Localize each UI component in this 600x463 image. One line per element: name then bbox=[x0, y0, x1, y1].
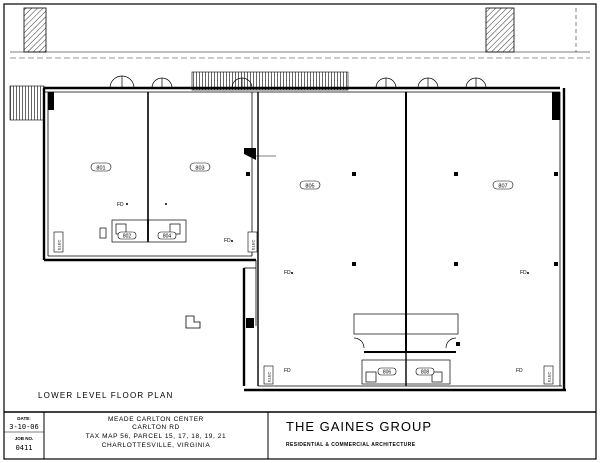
room-tag-805: 805 bbox=[299, 180, 321, 190]
room-labels: 801 803 805 807 802 804 806 808 bbox=[90, 162, 514, 376]
electrical-panels: ELEC ELEC ELEC ELEC bbox=[53, 231, 554, 385]
project-road: CARLTON RD bbox=[132, 424, 180, 431]
ramp-symbol bbox=[244, 148, 276, 160]
plan-caption: LOWER LEVEL FLOOR PLAN bbox=[38, 391, 173, 400]
fd-tag: FD bbox=[284, 270, 291, 276]
panel-tag: ELEC bbox=[547, 371, 552, 382]
room-tag-801: 801 bbox=[90, 162, 112, 172]
panel-tag: ELEC bbox=[251, 239, 256, 250]
firm-tagline: RESIDENTIAL & COMMERCIAL ARCHITECTURE bbox=[286, 442, 416, 448]
walkway-hatch bbox=[191, 71, 349, 91]
floor-drain-tags: FD FD FD FD FD FD bbox=[117, 202, 529, 374]
project-name: MEADE CARLTON CENTER bbox=[108, 416, 204, 423]
room-tag-804: 804 bbox=[157, 231, 177, 240]
job-value: 0411 bbox=[16, 444, 33, 452]
room-label-808: 808 bbox=[421, 370, 430, 376]
fd-tag: FD bbox=[117, 202, 124, 208]
entry-doors bbox=[109, 75, 487, 89]
date-label: DATE: bbox=[17, 416, 31, 421]
firm-name: THE GAINES GROUP bbox=[286, 419, 432, 434]
job-label: JOB NO. bbox=[15, 436, 34, 441]
left-stair bbox=[9, 85, 45, 121]
panel-tag: ELEC bbox=[57, 239, 62, 250]
room-tag-807: 807 bbox=[492, 180, 514, 190]
sheet-border bbox=[3, 3, 597, 460]
exterior-walls bbox=[42, 86, 566, 392]
room-tag-806: 806 bbox=[377, 367, 397, 376]
top-site-elements bbox=[10, 7, 590, 59]
room-label-802: 802 bbox=[123, 234, 132, 240]
column-grid bbox=[246, 172, 558, 346]
fd-tag: FD bbox=[516, 368, 523, 374]
room-label-807: 807 bbox=[498, 184, 507, 190]
bollard-symbol bbox=[185, 315, 201, 329]
restroom-core-right bbox=[353, 313, 459, 386]
fd-tag: FD bbox=[284, 368, 291, 374]
fd-tag: FD bbox=[520, 270, 527, 276]
room-label-804: 804 bbox=[163, 234, 172, 240]
title-block: DATE: 3-10-06 JOB NO. 0411 MEADE CARLTON… bbox=[4, 411, 596, 459]
project-city: CHARLOTTESVILLE, VIRGINIA bbox=[102, 442, 211, 449]
date-value: 3-10-06 bbox=[9, 423, 39, 431]
room-label-805: 805 bbox=[305, 184, 314, 190]
room-label-801: 801 bbox=[96, 166, 105, 172]
room-tag-808: 808 bbox=[415, 367, 435, 376]
fd-tag: FD bbox=[224, 238, 231, 244]
room-tag-802: 802 bbox=[117, 231, 137, 240]
room-tag-803: 803 bbox=[189, 162, 211, 172]
room-label-806: 806 bbox=[383, 370, 392, 376]
room-label-803: 803 bbox=[195, 166, 204, 172]
panel-tag: ELEC bbox=[267, 371, 272, 382]
interior-walls bbox=[147, 92, 407, 386]
project-parcel: TAX MAP 56, PARCEL 15, 17, 18, 19, 21 bbox=[86, 433, 226, 440]
